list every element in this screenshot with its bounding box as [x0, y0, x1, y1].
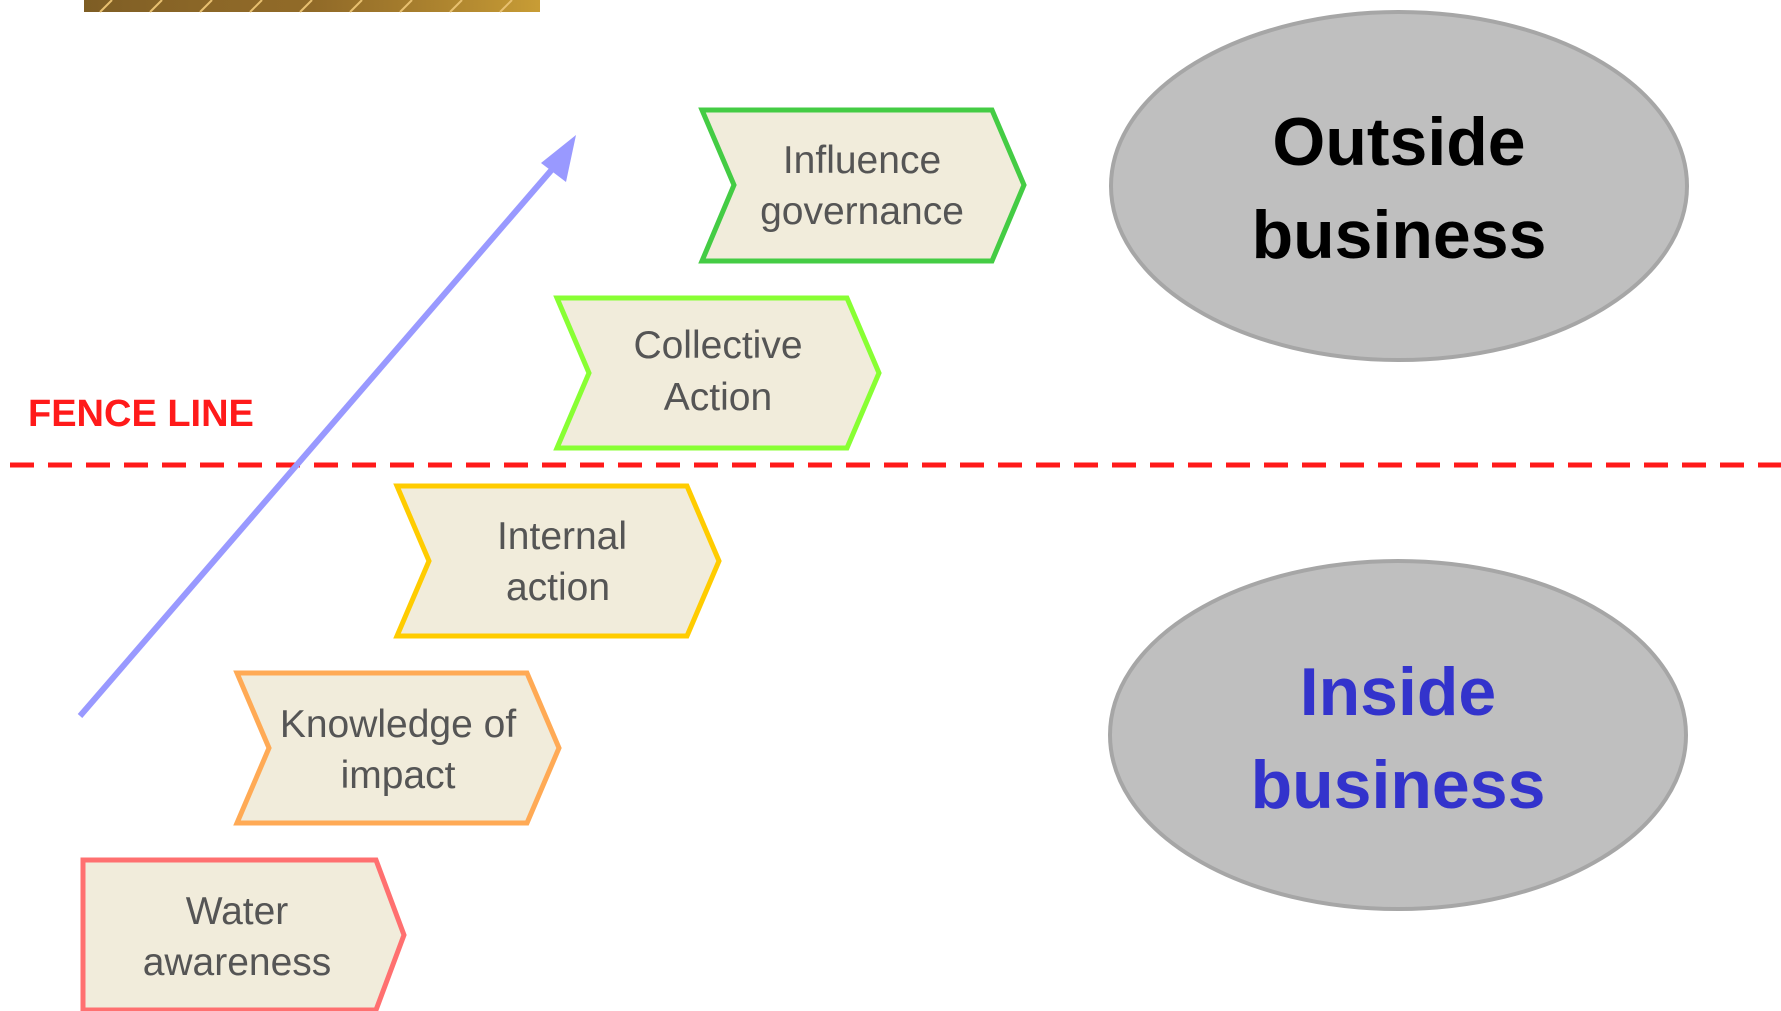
svg-text:Internal: Internal: [497, 515, 627, 558]
outside-business-zone: Outside business: [1109, 10, 1689, 362]
svg-text:Collective: Collective: [633, 324, 802, 367]
svg-text:business: business: [1252, 197, 1547, 273]
photo-thumbnail: [84, 0, 540, 13]
step-influence-governance: Influence governance: [698, 107, 1027, 264]
svg-text:Action: Action: [664, 376, 772, 419]
svg-text:Water: Water: [186, 890, 289, 933]
svg-text:Influence: Influence: [783, 139, 941, 182]
svg-text:governance: governance: [760, 190, 964, 233]
progression-arrow: [77, 135, 576, 718]
step-knowledge-of-impact: Knowledge of impact: [233, 670, 562, 826]
svg-text:Inside: Inside: [1300, 654, 1497, 730]
svg-text:awareness: awareness: [143, 941, 332, 984]
svg-text:Outside: Outside: [1272, 104, 1525, 180]
fence-line-label: FENCE LINE: [28, 393, 254, 435]
step-internal-action: Internal action: [393, 483, 722, 639]
svg-text:impact: impact: [341, 754, 456, 797]
svg-text:business: business: [1251, 747, 1546, 823]
svg-text:Knowledge of: Knowledge of: [280, 703, 517, 746]
step-water-awareness: Water awareness: [80, 857, 407, 1011]
inside-business-zone: Inside business: [1108, 559, 1688, 911]
svg-text:action: action: [506, 566, 610, 609]
step-collective-action: Collective Action: [553, 295, 882, 451]
